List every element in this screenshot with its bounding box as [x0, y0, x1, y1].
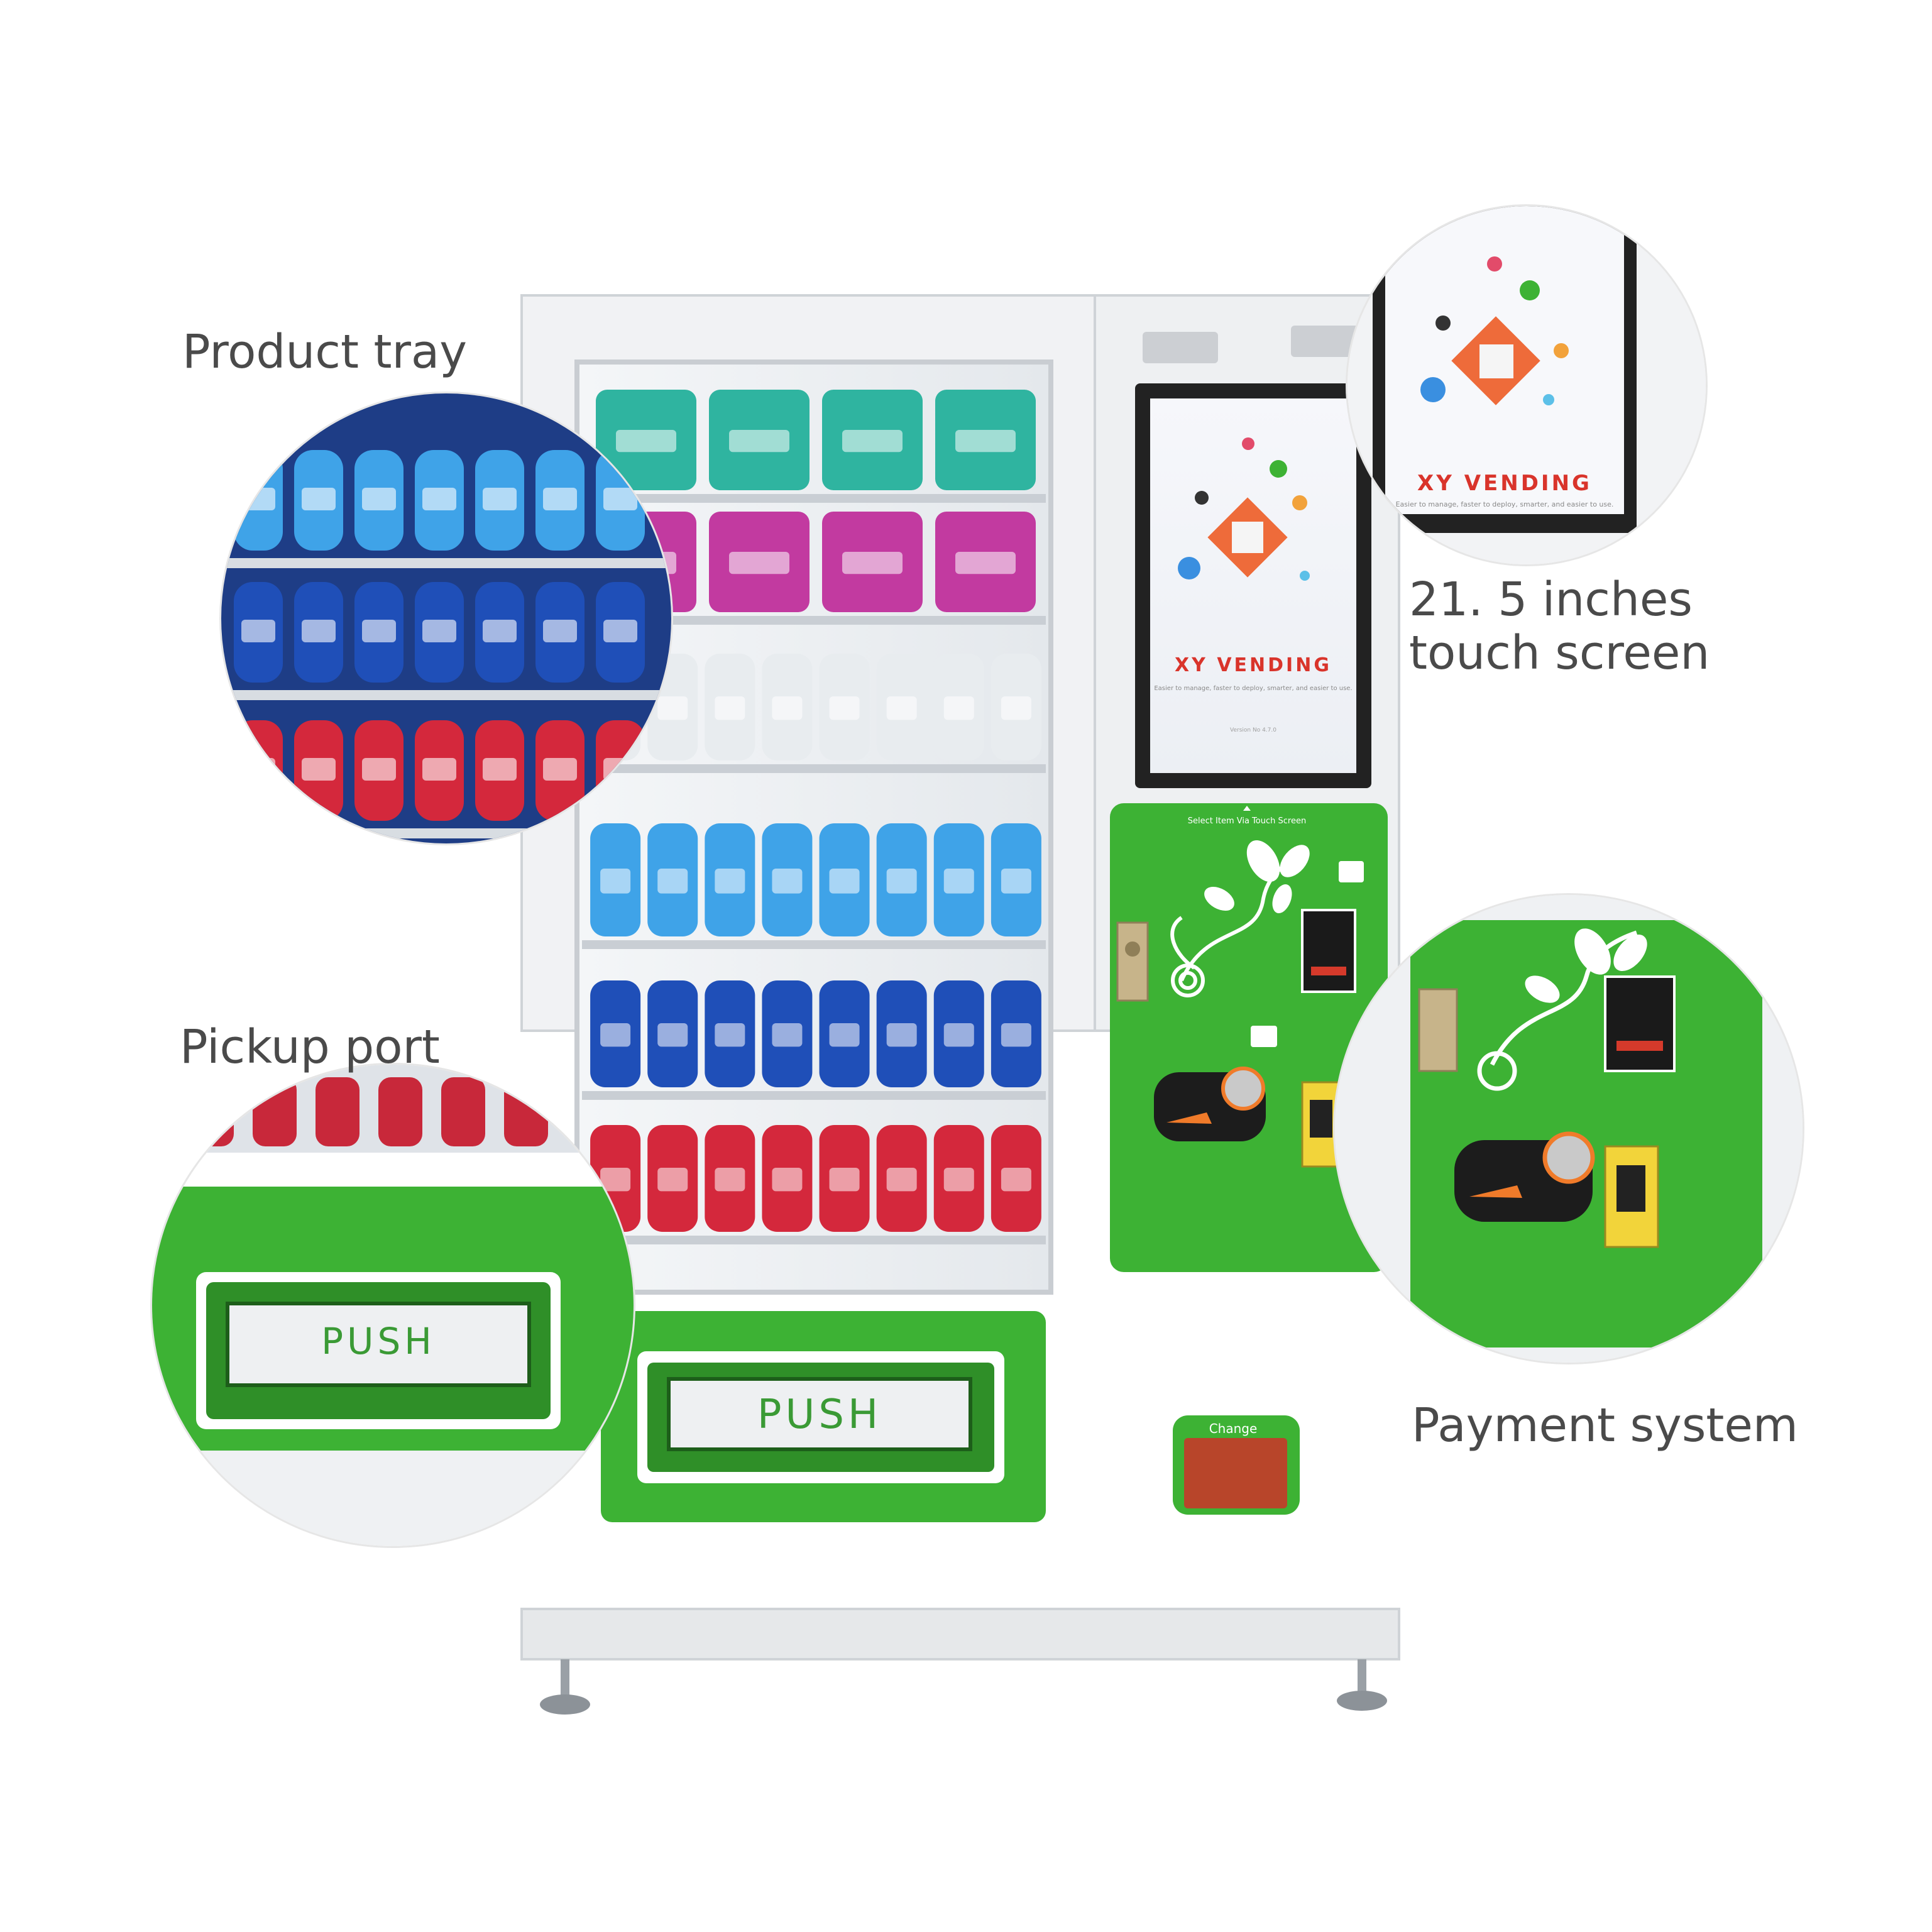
label-product-tray: Product tray	[182, 325, 468, 379]
shelf-rail	[582, 940, 1046, 949]
pickup-can	[441, 1077, 485, 1146]
shelf-rail	[582, 1236, 1046, 1244]
select-hint: Select Item Via Touch Screen	[1188, 816, 1306, 826]
push-label-zoom: PUSH	[321, 1320, 436, 1363]
screen-graphics	[1178, 437, 1310, 581]
touch-screen-zoom: XY VENDING Easier to manage, faster to d…	[1347, 206, 1706, 564]
screen-version: Version No 4.7.0	[1230, 727, 1276, 733]
product-tray-zoom	[221, 393, 671, 843]
label-payment-system: Payment system	[1412, 1398, 1799, 1452]
push-label-main: PUSH	[757, 1391, 882, 1438]
shelf-rail	[582, 764, 1046, 773]
shelf-rail	[582, 616, 1046, 625]
screen-tagline: Easier to manage, faster to deploy, smar…	[1154, 685, 1352, 692]
change-label: Change	[1209, 1421, 1258, 1436]
label-pickup-port: Pickup port	[180, 1020, 440, 1074]
label-touch-screen: 21. 5 inches touch screen	[1409, 573, 1710, 681]
screen-brand: XY VENDING	[1175, 654, 1332, 676]
payment-system-zoom	[1335, 895, 1803, 1363]
svg-text:Easier to manage, faster to de: Easier to manage, faster to deploy, smar…	[1396, 500, 1614, 508]
leveling-feet	[540, 1659, 1387, 1715]
speaker-grilles	[1143, 326, 1366, 363]
shelf-rail	[582, 1091, 1046, 1100]
bill-acceptor	[1301, 909, 1356, 993]
product-shelves	[582, 390, 1046, 1244]
shelf-rail	[582, 494, 1046, 503]
pickup-can	[316, 1077, 360, 1146]
pickup-port-zoom: PUSH	[152, 1065, 634, 1546]
screen-brand-zoom: XY VENDING	[1417, 471, 1592, 496]
leaves	[1204, 840, 1310, 914]
pickup-can	[378, 1077, 422, 1146]
door-lock	[1116, 921, 1149, 1002]
